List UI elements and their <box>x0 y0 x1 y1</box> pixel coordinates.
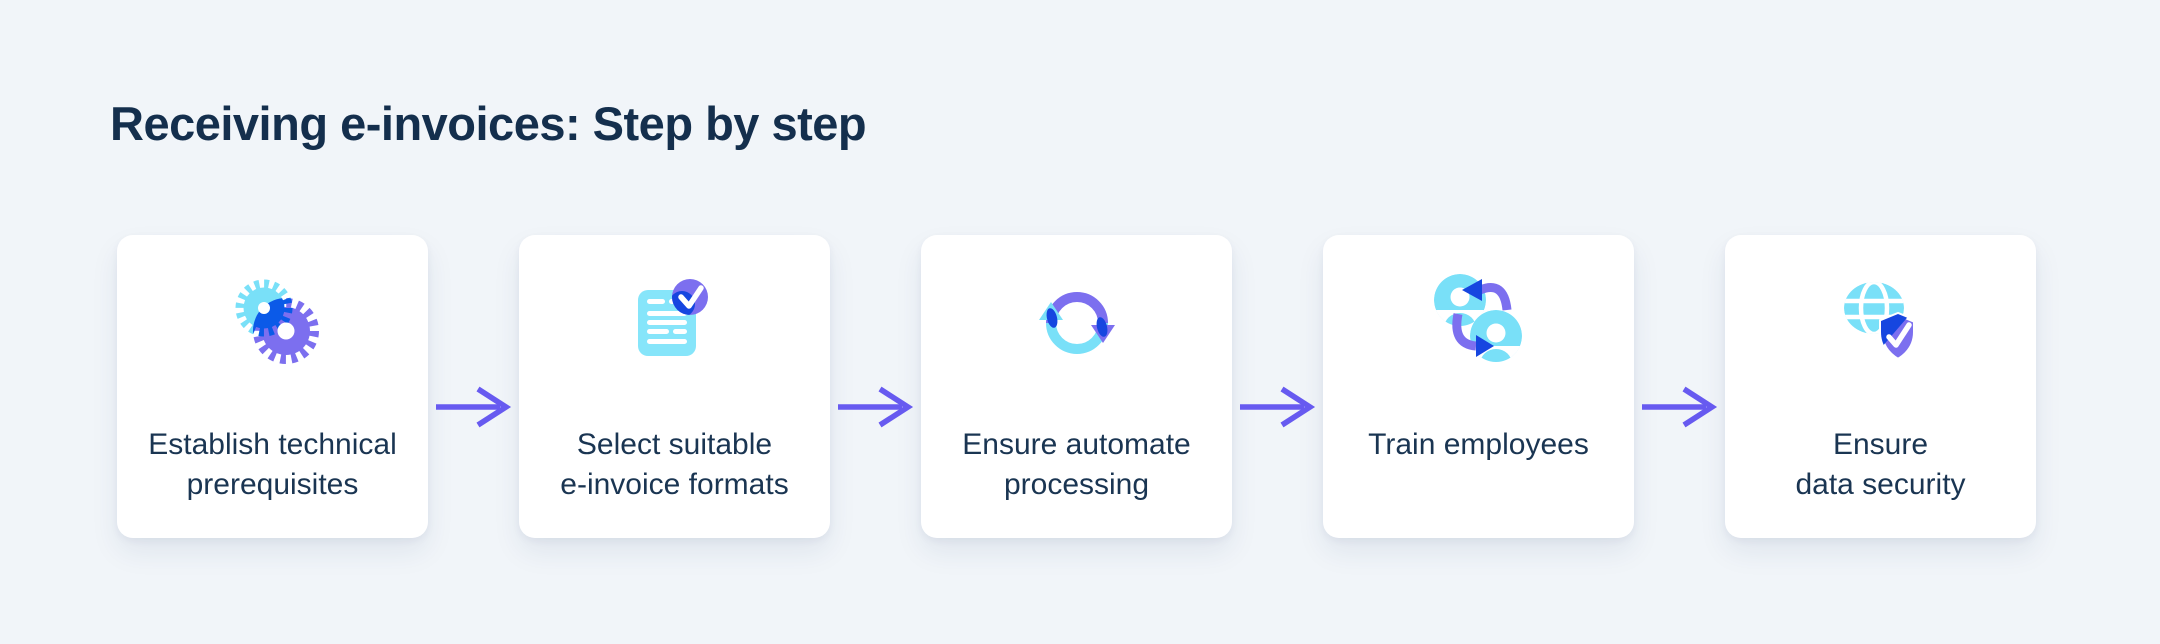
step-label: Ensure data security <box>1795 428 1966 501</box>
people-exchange-icon <box>1424 268 1534 378</box>
sync-arrows-icon-svg <box>1038 292 1115 354</box>
arrow-right-icon <box>1634 235 1725 538</box>
arrow-right-icon <box>1232 235 1323 538</box>
arrow-right-icon <box>830 235 921 538</box>
arrow-right-icon-svg <box>1239 386 1315 427</box>
page-title: Receiving e-invoices: Step by step <box>110 97 867 150</box>
document-check-icon <box>620 268 730 378</box>
arrow-right-icon-svg <box>837 386 913 427</box>
step-label: Ensure automate processing <box>962 428 1191 501</box>
globe-shield-icon <box>1826 268 1936 378</box>
step-label: Establish technical prerequisites <box>148 428 397 501</box>
gears-icon <box>218 268 328 378</box>
people-exchange-icon-svg <box>1433 274 1522 362</box>
globe-shield-icon-svg <box>1843 282 1917 363</box>
sync-arrows-icon <box>1022 268 1132 378</box>
arrow-right-icon <box>428 235 519 538</box>
step-card-establish-prerequisites: Establish technical prerequisites <box>117 235 428 538</box>
step-card-data-security: Ensure data security <box>1725 235 2036 538</box>
step-card-select-formats: Select suitable e-invoice formats <box>519 235 830 538</box>
gears-icon-svg <box>235 279 319 364</box>
document-check-icon-svg <box>637 279 708 356</box>
step-label: Select suitable e-invoice formats <box>560 428 789 501</box>
step-label: Train employees <box>1368 428 1589 461</box>
step-card-train-employees: Train employees <box>1323 235 1634 538</box>
step-card-automate-processing: Ensure automate processing <box>921 235 1232 538</box>
steps-row: Establish technical prerequisites <box>117 235 2036 538</box>
arrow-right-icon-svg <box>1641 386 1717 427</box>
arrow-right-icon-svg <box>435 386 511 427</box>
